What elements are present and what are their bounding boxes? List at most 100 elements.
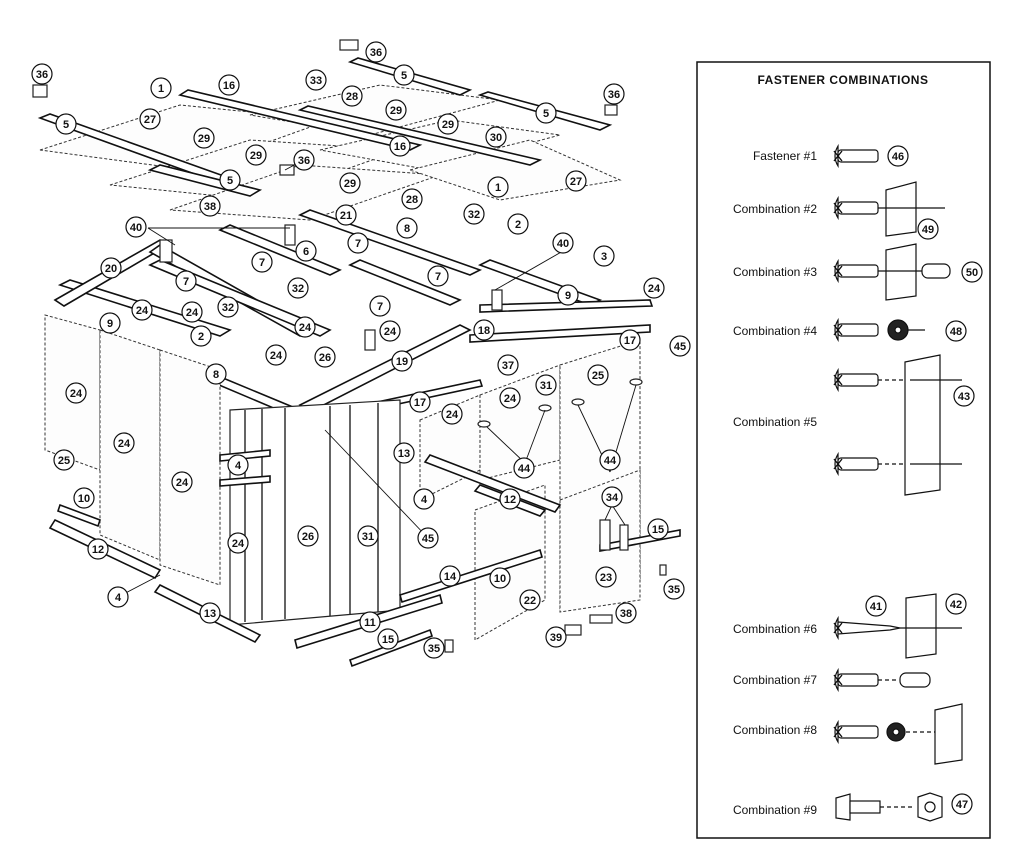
callout-5: 5 — [393, 64, 415, 86]
callout-number: 24 — [70, 388, 83, 400]
callout-number: 4 — [235, 460, 242, 472]
callout-number: 10 — [78, 493, 90, 505]
callout-46: 46 — [892, 151, 904, 163]
callout-35: 35 — [663, 578, 685, 600]
callout-circle — [99, 312, 121, 334]
callout-number: 34 — [606, 492, 619, 504]
callout-circle — [393, 442, 415, 464]
callout-number: 29 — [442, 119, 454, 131]
callout-number: 32 — [468, 209, 480, 221]
callout-number: 9 — [565, 290, 571, 302]
callout-circle — [595, 566, 617, 588]
callout-circle — [423, 637, 445, 659]
callout-number: 3 — [601, 251, 607, 263]
callout-24: 24 — [131, 299, 153, 321]
callout-number: 12 — [92, 544, 104, 556]
callout-24: 24 — [171, 471, 193, 493]
callout-50: 50 — [966, 267, 978, 279]
callout-number: 24 — [186, 307, 199, 319]
callout-circle — [199, 602, 221, 624]
combination-3-label: Combination #3 — [733, 265, 817, 279]
combination-9-label: Combination #9 — [733, 803, 817, 817]
callout-number: 24 — [232, 538, 245, 550]
callout-14: 14 — [439, 565, 461, 587]
callout-number: 15 — [382, 634, 394, 646]
callout-circle — [245, 144, 267, 166]
callout-25: 25 — [587, 364, 609, 386]
callout-circle — [409, 391, 431, 413]
callout-7: 7 — [175, 270, 197, 292]
callout-22: 22 — [519, 589, 541, 611]
callout-circle — [87, 538, 109, 560]
callout-number: 32 — [292, 283, 304, 295]
callout-31: 31 — [357, 525, 379, 547]
callout-circle — [487, 176, 509, 198]
callout-number: 1 — [158, 83, 164, 95]
callout-circle — [369, 295, 391, 317]
callout-6: 6 — [295, 240, 317, 262]
callout-1: 1 — [487, 176, 509, 198]
callout-circle — [441, 403, 463, 425]
callout-circle — [593, 245, 615, 267]
leader-lines — [117, 162, 637, 598]
callout-34: 34 — [601, 486, 623, 508]
callout-circle — [339, 172, 361, 194]
callout-25: 25 — [53, 449, 75, 471]
callout-circle — [437, 113, 459, 135]
combination-4-label: Combination #4 — [733, 324, 817, 338]
callout-2: 2 — [190, 325, 212, 347]
callout-1: 1 — [150, 77, 172, 99]
callout-circle — [295, 240, 317, 262]
screw-icons — [834, 143, 963, 822]
callout-number: 29 — [250, 150, 262, 162]
callout-39: 39 — [545, 626, 567, 648]
callout-circle — [31, 63, 53, 85]
callout-circle — [385, 99, 407, 121]
callout-36: 36 — [293, 149, 315, 171]
callout-4: 4 — [413, 488, 435, 510]
combination-2-label: Combination #2 — [733, 202, 817, 216]
callout-circle — [669, 335, 691, 357]
callout-24: 24 — [227, 532, 249, 554]
callout-number: 28 — [346, 91, 358, 103]
callout-circle — [113, 432, 135, 454]
callout-circle — [647, 518, 669, 540]
callout-44: 44 — [513, 457, 535, 479]
callout-number: 38 — [620, 608, 632, 620]
callout-circle — [519, 589, 541, 611]
callout-19: 19 — [391, 350, 413, 372]
callout-number: 35 — [668, 584, 680, 596]
callout-29: 29 — [339, 172, 361, 194]
combination-8-label: Combination #8 — [733, 723, 817, 737]
callout-17: 17 — [409, 391, 431, 413]
callout-number: 24 — [446, 409, 459, 421]
callout-circle — [107, 586, 129, 608]
callout-number: 20 — [105, 263, 117, 275]
callout-number: 24 — [648, 283, 661, 295]
callout-number: 29 — [344, 178, 356, 190]
callout-45: 45 — [417, 527, 439, 549]
callout-24: 24 — [294, 316, 316, 338]
callout-41: 41 — [870, 601, 882, 613]
callout-circle — [489, 567, 511, 589]
callout-circle — [507, 213, 529, 235]
fastener-1-label: Fastener #1 — [753, 149, 817, 163]
callout-40: 40 — [552, 232, 574, 254]
callout-32: 32 — [463, 203, 485, 225]
callout-11: 11 — [359, 611, 381, 633]
callout-number: 19 — [396, 356, 408, 368]
callout-circle — [251, 251, 273, 273]
callout-number: 36 — [36, 69, 48, 81]
callout-43: 43 — [958, 391, 970, 403]
callout-circle — [545, 626, 567, 648]
callout-28: 28 — [401, 188, 423, 210]
callout-circle — [131, 299, 153, 321]
panel-title: FASTENER COMBINATIONS — [758, 73, 929, 87]
callout-circle — [294, 316, 316, 338]
callout-number: 26 — [302, 531, 314, 543]
callout-27: 27 — [139, 108, 161, 130]
callout-circle — [439, 565, 461, 587]
callout-number: 44 — [604, 455, 617, 467]
callout-number: 37 — [502, 360, 514, 372]
callout-number: 14 — [444, 571, 457, 583]
